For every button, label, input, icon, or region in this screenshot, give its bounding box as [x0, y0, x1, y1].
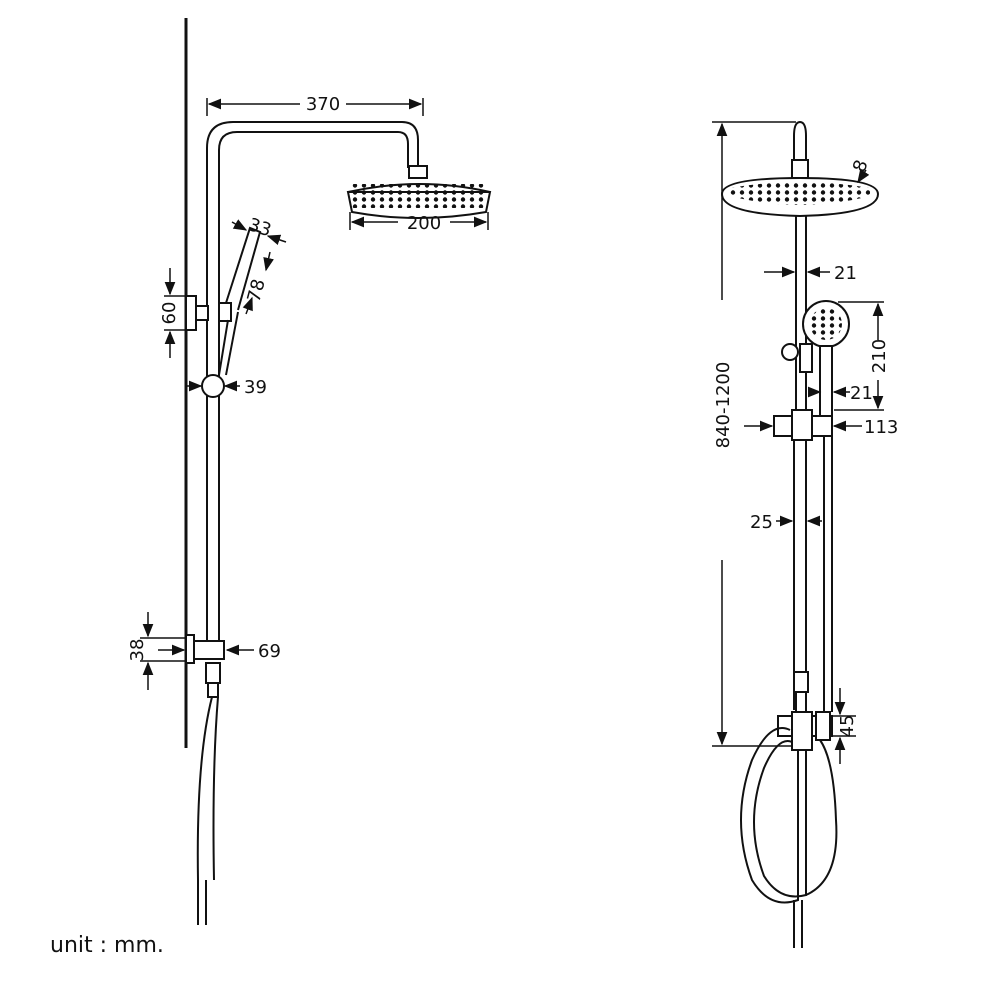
- mixer-stem: [795, 691, 807, 715]
- dim-21-lower-label: 21: [850, 383, 873, 404]
- dim-370-label: 370: [306, 94, 340, 115]
- dim-60-label: 60: [159, 302, 180, 325]
- head-connector: [408, 165, 428, 179]
- dim-21-upper-label: 21: [834, 263, 857, 284]
- handshower-holder: [218, 302, 232, 322]
- handshower-nozzles: [810, 308, 842, 340]
- dim-38-label: 38: [127, 639, 148, 662]
- handshower-head: [225, 226, 262, 311]
- unit-label: unit : mm.: [50, 933, 164, 958]
- side-view: 370 200 33 78 60 39 38 69: [127, 18, 492, 925]
- rain-head-top: [347, 183, 491, 193]
- head-swivel: [791, 159, 809, 179]
- mixer-outlet: [815, 711, 831, 741]
- hose-nut: [207, 682, 219, 698]
- hose-end: [197, 880, 207, 925]
- hose-tail: [793, 900, 803, 948]
- slider-holder: [791, 409, 813, 441]
- dim-39-label: 39: [244, 377, 267, 398]
- front-diverter-knob: [781, 343, 799, 361]
- dim-45-label: 45: [837, 715, 858, 738]
- handshower-grip: [819, 345, 833, 419]
- front-diverter-body: [799, 343, 813, 373]
- lower-clamp: [793, 671, 809, 693]
- riser-arm-inner: [218, 131, 409, 640]
- dim-height-label: 840-1200: [713, 362, 734, 449]
- upper-bracket-clip: [195, 305, 209, 321]
- riser-arm-outer: [206, 121, 419, 640]
- mixer-valve: [791, 711, 813, 751]
- hose-loop: [196, 696, 219, 881]
- handshower-handle: [218, 311, 239, 376]
- diverter-ball: [201, 374, 225, 398]
- lower-wall-bracket: [185, 634, 195, 664]
- rain-head-front-nozzles: [730, 182, 870, 205]
- hose-inner: [753, 740, 807, 898]
- dim-113-label: 113: [864, 417, 898, 438]
- dim-78-label: 78: [244, 277, 270, 305]
- mixer-connector: [205, 662, 221, 684]
- dim-25-label: 25: [750, 512, 773, 533]
- dim-69-label: 69: [258, 641, 281, 662]
- upper-wall-bracket: [185, 295, 197, 331]
- dim-200-label: 200: [407, 213, 441, 234]
- dim-8-label: 8: [849, 157, 873, 175]
- hose-outer: [740, 727, 799, 904]
- front-view: 840-1200 8 21 210 21 113 25 45: [712, 120, 898, 948]
- lower-bracket-body: [193, 640, 225, 660]
- dim-210-label: 210: [869, 339, 890, 373]
- hose-return: [805, 739, 838, 896]
